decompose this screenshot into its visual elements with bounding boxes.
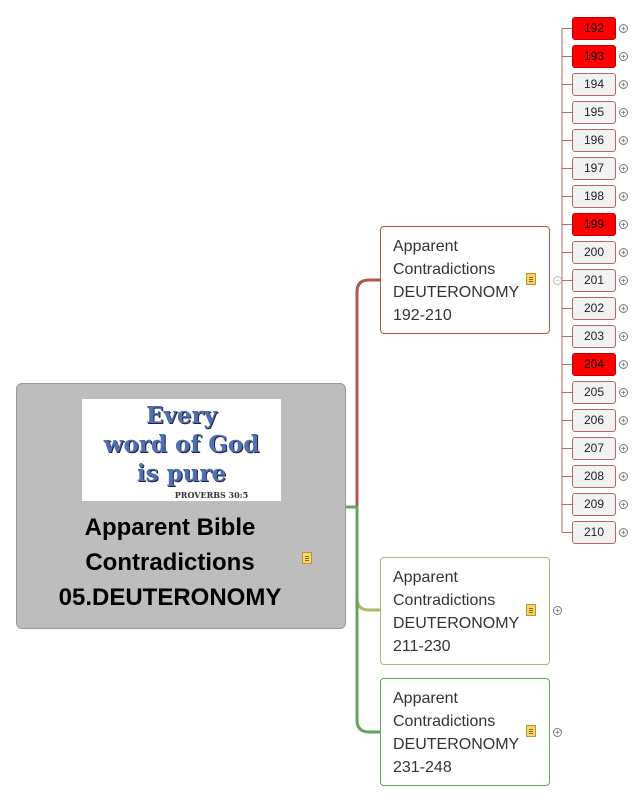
subtopic-195[interactable]: 195: [572, 101, 616, 124]
subtopic-203[interactable]: 203: [572, 325, 616, 348]
collapse-icon[interactable]: −: [553, 276, 562, 285]
expand-icon[interactable]: +: [619, 80, 628, 89]
topic-line: Contradictions: [393, 261, 496, 278]
topic-line: 231-248: [393, 759, 452, 776]
subtopic-208[interactable]: 208: [572, 465, 616, 488]
expand-icon[interactable]: +: [553, 728, 562, 737]
note-icon[interactable]: [526, 725, 536, 737]
image-line: is pure: [136, 460, 227, 487]
expand-icon[interactable]: +: [619, 220, 628, 229]
topic-label: Apparent Contradictions DEUTERONOMY 231-…: [393, 687, 519, 779]
expand-icon[interactable]: +: [619, 248, 628, 257]
subtopic-198[interactable]: 198: [572, 185, 616, 208]
topic-label: Apparent Contradictions DEUTERONOMY 192-…: [393, 235, 519, 327]
note-icon[interactable]: [526, 604, 536, 616]
expand-icon[interactable]: +: [619, 304, 628, 313]
central-title-line: Apparent Bible: [84, 514, 256, 541]
expand-icon[interactable]: +: [619, 192, 628, 201]
expand-icon[interactable]: +: [619, 416, 628, 425]
subtopic-199[interactable]: 199: [572, 213, 616, 236]
expand-icon[interactable]: +: [619, 332, 628, 341]
subtopic-202[interactable]: 202: [572, 297, 616, 320]
expand-icon[interactable]: +: [619, 528, 628, 537]
expand-icon[interactable]: +: [619, 444, 628, 453]
central-image: Every word of God is pure PROVERBS 30:5: [82, 399, 281, 501]
note-icon[interactable]: [526, 273, 536, 285]
image-line: Every: [145, 402, 217, 429]
topic-line: 192-210: [393, 307, 452, 324]
central-title-line: Contradictions: [85, 549, 255, 576]
expand-icon[interactable]: +: [619, 500, 628, 509]
expand-icon[interactable]: +: [553, 606, 562, 615]
topic-line: DEUTERONOMY: [393, 736, 520, 753]
topic-line: Apparent: [393, 690, 458, 707]
topic-line: 211-230: [393, 638, 451, 655]
subtopic-209[interactable]: 209: [572, 493, 616, 516]
expand-icon[interactable]: +: [619, 52, 628, 61]
subtopic-194[interactable]: 194: [572, 73, 616, 96]
expand-icon[interactable]: +: [619, 164, 628, 173]
central-title-line: 05.DEUTERONOMY: [58, 584, 282, 611]
topic-line: DEUTERONOMY: [393, 284, 520, 301]
topic-line: Contradictions: [393, 713, 496, 730]
subtopic-205[interactable]: 205: [572, 381, 616, 404]
expand-icon[interactable]: +: [619, 472, 628, 481]
subtopic-201[interactable]: 201: [572, 269, 616, 292]
subtopic-196[interactable]: 196: [572, 129, 616, 152]
subtopic-204[interactable]: 204: [572, 353, 616, 376]
subtopic-192[interactable]: 192: [572, 17, 616, 40]
central-topic[interactable]: Every word of God is pure PROVERBS 30:5 …: [16, 383, 346, 629]
expand-icon[interactable]: +: [619, 136, 628, 145]
central-title: Apparent Bible Contradictions 05.DEUTERO…: [17, 510, 323, 615]
subtopic-197[interactable]: 197: [572, 157, 616, 180]
topic-deuteronomy-211-230[interactable]: Apparent Contradictions DEUTERONOMY 211-…: [380, 557, 550, 665]
subtopic-200[interactable]: 200: [572, 241, 616, 264]
topic-line: Apparent: [393, 238, 458, 255]
subtopic-210[interactable]: 210: [572, 521, 616, 544]
topic-line: Apparent: [393, 569, 458, 586]
expand-icon[interactable]: +: [619, 24, 628, 33]
topic-line: DEUTERONOMY: [393, 615, 520, 632]
image-line: word of God: [103, 431, 260, 458]
image-reference: PROVERBS 30:5: [174, 490, 249, 500]
note-icon[interactable]: [302, 552, 312, 564]
expand-icon[interactable]: +: [619, 360, 628, 369]
topic-line: Contradictions: [393, 592, 496, 609]
topic-deuteronomy-231-248[interactable]: Apparent Contradictions DEUTERONOMY 231-…: [380, 678, 550, 786]
topic-label: Apparent Contradictions DEUTERONOMY 211-…: [393, 566, 519, 658]
expand-icon[interactable]: +: [619, 388, 628, 397]
subtopic-193[interactable]: 193: [572, 45, 616, 68]
expand-icon[interactable]: +: [619, 108, 628, 117]
expand-icon[interactable]: +: [619, 276, 628, 285]
topic-deuteronomy-192-210[interactable]: Apparent Contradictions DEUTERONOMY 192-…: [380, 226, 550, 334]
subtopic-207[interactable]: 207: [572, 437, 616, 460]
subtopic-206[interactable]: 206: [572, 409, 616, 432]
